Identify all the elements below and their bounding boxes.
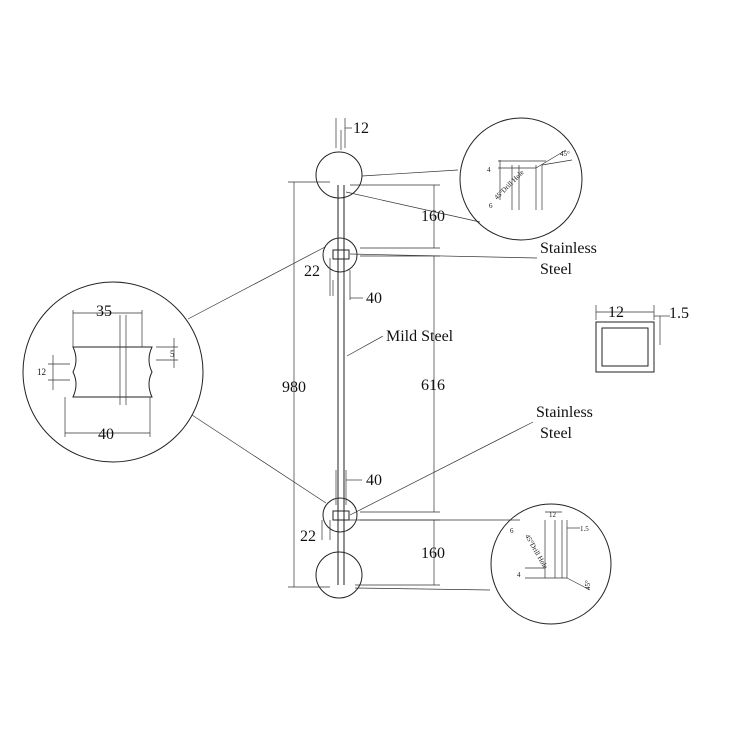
lower-collar-offset-label: 40 [366, 472, 382, 489]
upper-material-line2: Steel [540, 261, 573, 278]
top-detail-angle: 45° [560, 150, 570, 158]
shaft-material-label: Mild Steel [386, 328, 454, 345]
upper-collar-offset-label: 40 [366, 290, 382, 307]
top-width-label: 12 [353, 120, 369, 137]
right-dimension-chain: 160 616 160 [350, 184, 445, 586]
bottom-detail-dim-a: 12 [549, 511, 557, 519]
lower-collar-width-label: 22 [300, 528, 316, 545]
upper-collar [332, 249, 350, 260]
main-rod [337, 130, 345, 585]
top-detail-hole-note: 45°Drill Hole [493, 169, 526, 202]
section-detail: 12 1.5 [595, 304, 689, 373]
bottom-detail-dim-c: 6 [510, 527, 514, 535]
overall-height-label: 980 [282, 379, 306, 396]
top-end-circle [315, 151, 363, 199]
section-wall-label: 1.5 [669, 305, 689, 322]
lower-collar [332, 510, 350, 521]
bottom-detail-dim-b: 1.5 [580, 525, 589, 533]
bottom-detail-dim-d: 4 [517, 571, 521, 579]
bottom-segment-label: 160 [421, 545, 445, 562]
collar-top-dim: 35 [96, 303, 112, 320]
upper-material-line1: Stainless [540, 240, 597, 257]
upper-collar-circle [322, 237, 358, 273]
top-width-dimension: 12 [335, 118, 369, 148]
bottom-detail: 12 1.5 6 4 45°Drill Hole 45° [490, 503, 612, 625]
collar-bottom-dim: 40 [98, 426, 114, 443]
lower-collar-dimensions: 40 22 [300, 470, 382, 545]
middle-segment-label: 616 [421, 377, 445, 394]
collar-left-dim: 12 [37, 367, 46, 377]
lower-material-line1: Stainless [536, 404, 593, 421]
bottom-detail-angle: 45° [584, 580, 592, 590]
lower-material-line2: Steel [540, 425, 573, 442]
section-width-label: 12 [608, 304, 624, 321]
material-labels: Stainless Steel Mild Steel Stainless Ste… [346, 240, 597, 516]
bottom-end-circle [315, 551, 363, 599]
collar-right-dim: 5 [170, 349, 175, 359]
collar-detail: 35 40 12 5 [22, 281, 204, 463]
bottom-detail-hole-note: 45°Drill Hole [523, 533, 549, 570]
top-segment-label: 160 [421, 208, 445, 225]
top-detail-dim-a: 4 [487, 166, 491, 174]
overall-height-dimension: 980 [282, 181, 330, 588]
lower-collar-circle [322, 497, 358, 533]
detail-leaders [187, 169, 520, 591]
top-detail-dim-b: 6 [489, 202, 493, 210]
upper-collar-width-label: 22 [304, 263, 320, 280]
upper-collar-dimensions: 22 40 [304, 258, 382, 307]
